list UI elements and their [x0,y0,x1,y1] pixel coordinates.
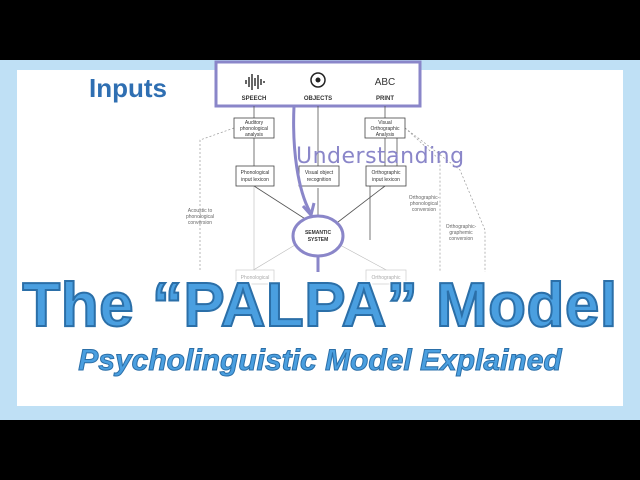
inputs-label: Inputs [89,73,167,103]
connectors [253,106,398,240]
ortho-graph-line-2: graphemic [449,230,473,236]
speech-label: SPEECH [242,96,267,102]
phon-lexicon-line-2: input lexicon [241,177,269,183]
speech-icon [245,74,265,90]
semantic-line-2: SYSTEM [308,237,329,243]
understanding-arrow [292,105,312,213]
ortho-graph-line-3: conversion [449,236,473,242]
visual-object-line-2: recognition [307,177,332,183]
arrow-head-icon [301,202,316,219]
phon-output-box [235,269,275,285]
ortho-output-box [365,269,407,285]
phon-output-label: Phonological [241,275,270,281]
ball-icon [310,72,326,88]
semantic-line-1: SEMANTIC [305,230,332,236]
ortho-phon-line-2: phonological [410,201,438,207]
ortho-phon-line-3: conversion [412,207,436,213]
ortho-lexicon-line-1: Orthographic [372,170,401,176]
ortho-lexicon-line-2: input lexicon [372,177,400,183]
understanding-annotation: Understanding [296,144,465,169]
phon-lexicon-line-1: Phonological [241,170,270,176]
page-title: The “PALPA” Model [21,270,618,341]
auditory-line-2: phonological [240,126,268,132]
visual-ortho-box [364,117,406,139]
ortho-phon-line-1: Orthographic- [409,195,440,201]
auditory-analysis-box [233,117,275,139]
print-icon: ABC [375,77,396,88]
phon-lexicon-box [235,165,275,187]
dashed-routes [199,127,486,272]
acoustic-line-2: phonological [186,214,214,220]
print-label: PRINT [376,96,394,102]
visual-ortho-line-1: Visual [378,120,392,126]
ortho-output-label: Orthographic [372,275,401,281]
semantic-system-node [291,214,345,258]
visual-ortho-line-3: Analysis [376,132,395,138]
auditory-line-3: analysis [245,132,264,138]
page-subtitle: Psycholinguistic Model Explained [78,344,562,378]
visual-ortho-line-2: Orthographic [371,126,400,132]
auditory-line-1: Auditory [245,120,264,126]
objects-label: OBJECTS [304,96,332,102]
acoustic-line-3: conversion [188,220,212,226]
ortho-graph-line-1: Orthographic- [446,224,477,230]
ortho-lexicon-box [365,165,407,187]
visual-object-box [298,165,340,187]
visual-object-line-1: Visual object [305,170,334,176]
acoustic-line-1: Acoustic to [188,208,213,214]
